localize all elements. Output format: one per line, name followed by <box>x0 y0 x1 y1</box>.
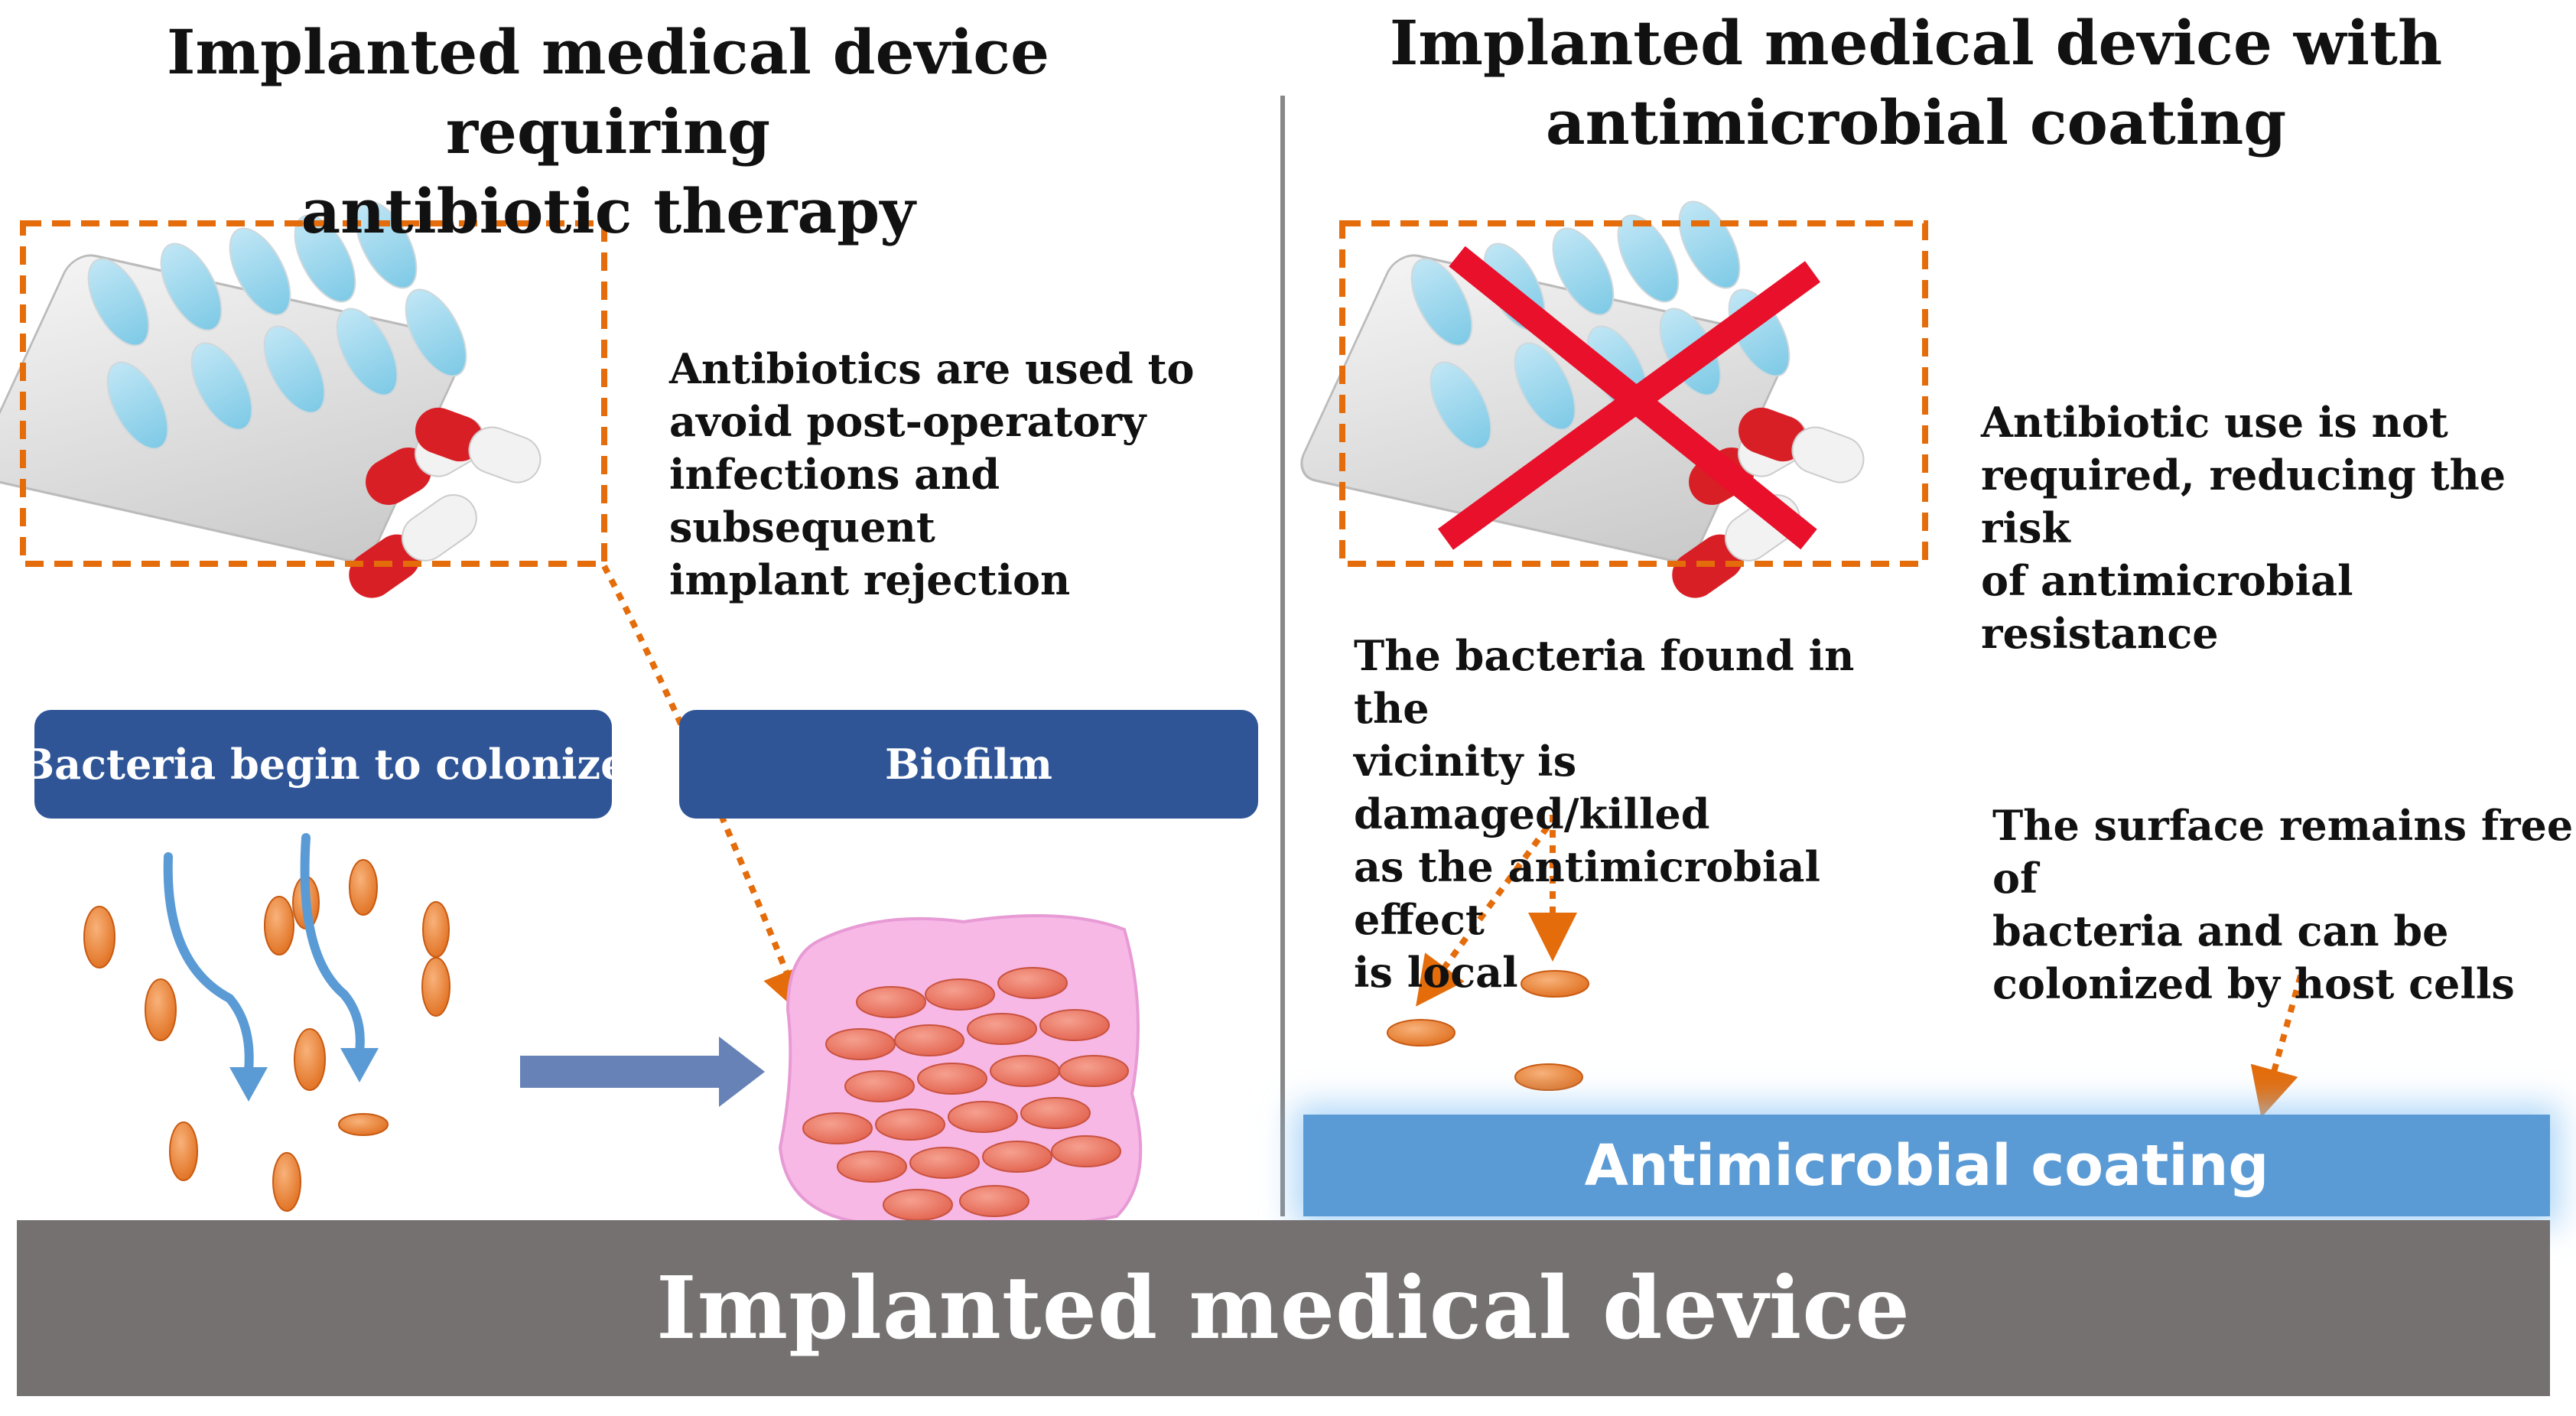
left-pill-pack-illustration <box>0 200 542 598</box>
right-dashed-frame <box>1339 220 1928 567</box>
blister-capsules <box>87 200 467 450</box>
red-white-capsules <box>349 407 542 598</box>
bacteria-colonize-label: Bacteria begin to colonize <box>20 710 627 819</box>
damaged-bacteria <box>1387 970 1589 1091</box>
antimicrobial-coating: Antimicrobial coating <box>1303 1115 2550 1216</box>
red-cross-icon <box>1437 246 1821 550</box>
antibiotic-not-required-note: Antibiotic use is not required, reducing… <box>1981 398 2506 658</box>
dotted-arrow-antibiotic-to-biofilm <box>601 565 809 1017</box>
block-arrow-to-biofilm <box>520 1037 765 1107</box>
surface-free-note: The surface remains free of bacteria and… <box>1992 801 2574 1008</box>
curved-colonize-arrows <box>163 833 365 1076</box>
implanted-device-base: Implanted medical device <box>17 1220 2550 1396</box>
dotted-arrows-to-damaged-bacteria <box>1416 812 1577 1007</box>
planktonic-bacteria <box>83 859 450 1212</box>
right-panel-title: Implanted medical device with antimicrob… <box>1389 7 2443 158</box>
right-pill-pack-illustration <box>1300 200 1865 598</box>
left-dashed-frame <box>20 220 607 567</box>
curved-arrow-heads <box>229 1048 379 1102</box>
left-panel-title: Implanted medical device requiring antib… <box>166 16 1050 247</box>
biofilm-label: Biofilm <box>679 710 1258 819</box>
bacteria-damaged-note: The bacteria found in the vicinity is da… <box>1354 631 1855 997</box>
dotted-arrow-to-coating-surface <box>2250 974 2304 1118</box>
antibiotics-note: Antibiotics are used to avoid post-opera… <box>669 344 1195 604</box>
biofilm-bacteria <box>802 967 1129 1221</box>
